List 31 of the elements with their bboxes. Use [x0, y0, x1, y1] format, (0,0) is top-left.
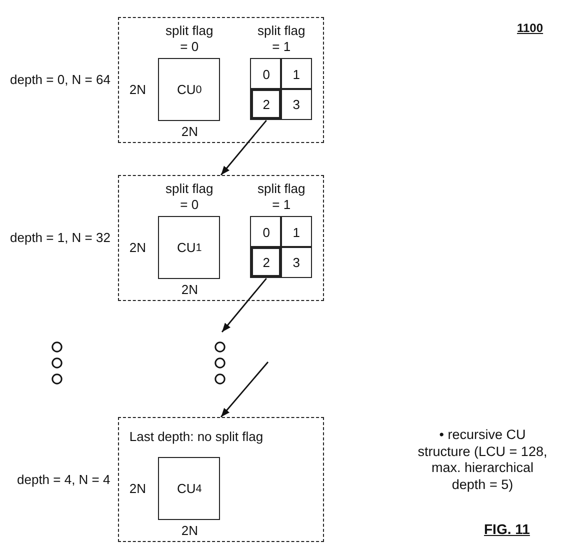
depth-label: depth = 4, N = 4	[17, 472, 110, 488]
depth-panel	[118, 175, 324, 301]
arrow	[221, 278, 267, 332]
dimension-label: 2N	[181, 124, 198, 140]
dimension-label: 2N	[181, 523, 198, 540]
quadrant-square: 0	[250, 58, 282, 90]
quadrant-square: 1	[280, 58, 312, 90]
dimension-label: 2N	[129, 481, 146, 498]
quadrant-square: 0	[250, 216, 282, 248]
quadrant-square: 2	[250, 246, 282, 278]
split-flag-label: split flag = 0	[164, 23, 214, 56]
depth-panel	[118, 17, 324, 143]
split-flag-label: split flag = 1	[256, 23, 306, 56]
depth-label: depth = 0, N = 64	[10, 72, 110, 88]
split-flag-label: split flag = 0	[164, 181, 214, 214]
split-flag-label: split flag = 1	[256, 181, 306, 214]
depth-panel	[118, 417, 324, 542]
note-text: • recursive CU structure (LCU = 128, max. hierarchical depth = 5)	[416, 427, 548, 493]
figure-caption: FIG. 11	[484, 521, 530, 537]
quadrant-square: 2	[250, 88, 282, 120]
arrow	[220, 120, 267, 176]
dimension-label: 2N	[129, 82, 146, 98]
quadrant-square: 3	[280, 88, 312, 120]
dimension-label: 2N	[129, 240, 146, 256]
reference-number: 1100	[517, 20, 544, 36]
quadrant-square: 1	[280, 216, 312, 248]
panel-heading: Last depth: no split flag	[129, 429, 264, 445]
arrow	[220, 362, 269, 418]
quadrant-square: 3	[280, 246, 312, 278]
depth-label: depth = 1, N = 32	[10, 230, 110, 246]
dimension-label: 2N	[181, 282, 198, 298]
